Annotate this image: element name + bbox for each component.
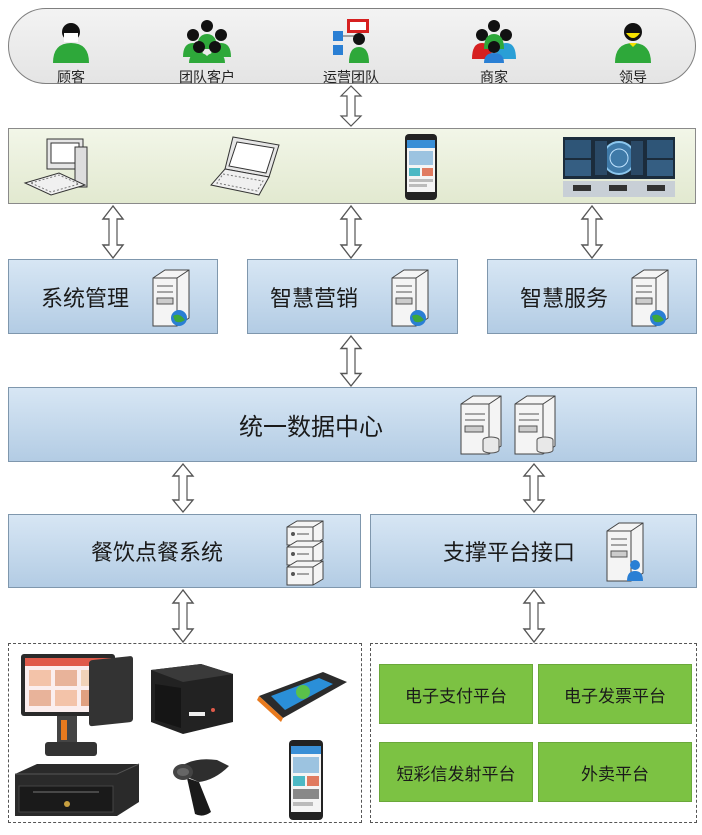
data-center-label: 统一数据中心 <box>239 413 383 441</box>
user-label: 领导 <box>619 70 647 86</box>
database-server-icon <box>460 395 556 455</box>
smartphone-icon <box>289 740 323 820</box>
user-operations-team: 运营团队 <box>311 19 391 87</box>
server-user-icon <box>606 522 644 582</box>
platform-interface-label: 支撑平台接口 <box>443 541 576 566</box>
user-label: 商家 <box>480 70 508 86</box>
leader-icon <box>615 23 651 63</box>
arrow-interface-platforms <box>523 589 545 643</box>
device-bar <box>8 128 696 204</box>
desktop-computer-icon <box>23 138 88 196</box>
user-bar: 顾客 团队客户 运营团队 商家 <box>8 8 696 87</box>
catering-ordering-system: 餐饮点餐系统 <box>8 514 361 588</box>
user-merchant: 商家 <box>454 19 534 87</box>
module-smart-service: 智慧服务 <box>487 259 697 334</box>
module-label: 系统管理 <box>41 286 130 312</box>
receipt-printer-icon <box>151 664 233 734</box>
hardware-devices-panel <box>8 643 362 823</box>
platform-sms-mms: 短彩信发射平台 <box>379 742 533 802</box>
platform-electronic-invoice: 电子发票平台 <box>538 664 692 724</box>
user-label: 运营团队 <box>323 70 379 86</box>
support-platform-interface: 支撑平台接口 <box>370 514 697 588</box>
arrow-marketing-datacenter <box>340 335 362 387</box>
unified-data-center: 统一数据中心 <box>8 387 697 462</box>
user-label: 顾客 <box>57 70 85 86</box>
merchant-icon <box>472 20 516 63</box>
person-icon <box>53 23 89 63</box>
arrow-datacenter-ordering <box>172 463 194 513</box>
module-smart-marketing: 智慧营销 <box>247 259 458 334</box>
arrow-devices-service <box>581 205 603 259</box>
arrow-datacenter-interface <box>523 463 545 513</box>
arrow-ordering-hardware <box>172 589 194 643</box>
user-customer: 顾客 <box>31 19 111 87</box>
module-system-management: 系统管理 <box>8 259 218 334</box>
user-label: 团队客户 <box>179 70 235 86</box>
platform-electronic-payment: 电子支付平台 <box>379 664 533 724</box>
user-leader: 领导 <box>593 19 673 87</box>
smartphone-icon <box>405 134 437 200</box>
module-label: 智慧服务 <box>520 286 609 312</box>
handheld-pda-icon <box>257 672 347 722</box>
arrow-devices-system <box>102 205 124 259</box>
operator-icon <box>333 19 369 63</box>
barcode-scanner-icon <box>173 759 229 816</box>
platform-takeout: 外卖平台 <box>538 742 692 802</box>
ordering-system-label: 餐饮点餐系统 <box>91 541 224 566</box>
external-platforms-panel: 电子支付平台 电子发票平台 短彩信发射平台 外卖平台 <box>370 643 697 823</box>
server-globe-icon <box>391 269 429 327</box>
arrow-users-devices <box>340 85 362 127</box>
laptop-icon <box>210 136 280 196</box>
server-cluster-icon <box>286 520 324 586</box>
cash-drawer-icon <box>15 763 140 816</box>
pos-terminal-icon <box>21 654 133 756</box>
team-icon <box>183 20 231 63</box>
arrow-devices-marketing <box>340 205 362 259</box>
user-team-client: 团队客户 <box>167 19 247 87</box>
command-screen-icon <box>563 137 675 197</box>
server-globe-icon <box>631 269 669 327</box>
server-globe-icon <box>152 269 190 327</box>
module-label: 智慧营销 <box>270 286 359 312</box>
